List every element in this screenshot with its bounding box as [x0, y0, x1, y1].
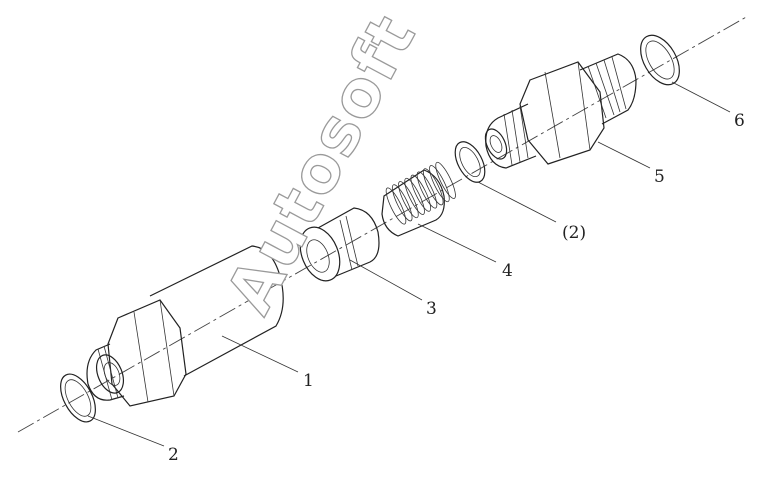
part-4-spring [381, 161, 456, 237]
leader-line-6 [671, 81, 731, 113]
spring-coil [429, 165, 450, 203]
part-2-seal-ring-small [454, 141, 486, 183]
spring-coil [404, 177, 425, 215]
part-2-seal-ring [60, 373, 96, 423]
part-6-seal-ring [640, 34, 680, 86]
leader-line-2b [477, 181, 557, 223]
spring-coil [422, 168, 444, 206]
leader-line-2 [87, 415, 165, 447]
callout-3: 3 [426, 299, 437, 319]
callout-1: 1 [303, 371, 314, 391]
leader-lines [87, 81, 731, 447]
callout-5: 5 [654, 167, 665, 187]
center-axis-line [17, 15, 749, 433]
part-5-threaded-fitting [484, 53, 637, 169]
spring-coil [410, 174, 432, 212]
callout-4: 4 [502, 261, 513, 281]
callout-2-paren: (2) [562, 223, 586, 243]
watermark-text: Autosoft [213, 3, 431, 326]
leader-line-5 [597, 141, 651, 169]
part-1-valve-housing [86, 245, 284, 407]
spring-coil [391, 184, 413, 222]
callout-6: 6 [734, 111, 745, 131]
leader-line-4 [417, 223, 497, 263]
callout-2: 2 [168, 445, 179, 465]
spring-coil [435, 161, 456, 199]
spring-coil [416, 171, 438, 209]
leader-line-3 [349, 259, 423, 301]
spring-coil [385, 187, 407, 225]
part-3-valve-piston [299, 207, 380, 282]
spring-coil [398, 181, 419, 219]
leader-line-1 [221, 335, 299, 373]
